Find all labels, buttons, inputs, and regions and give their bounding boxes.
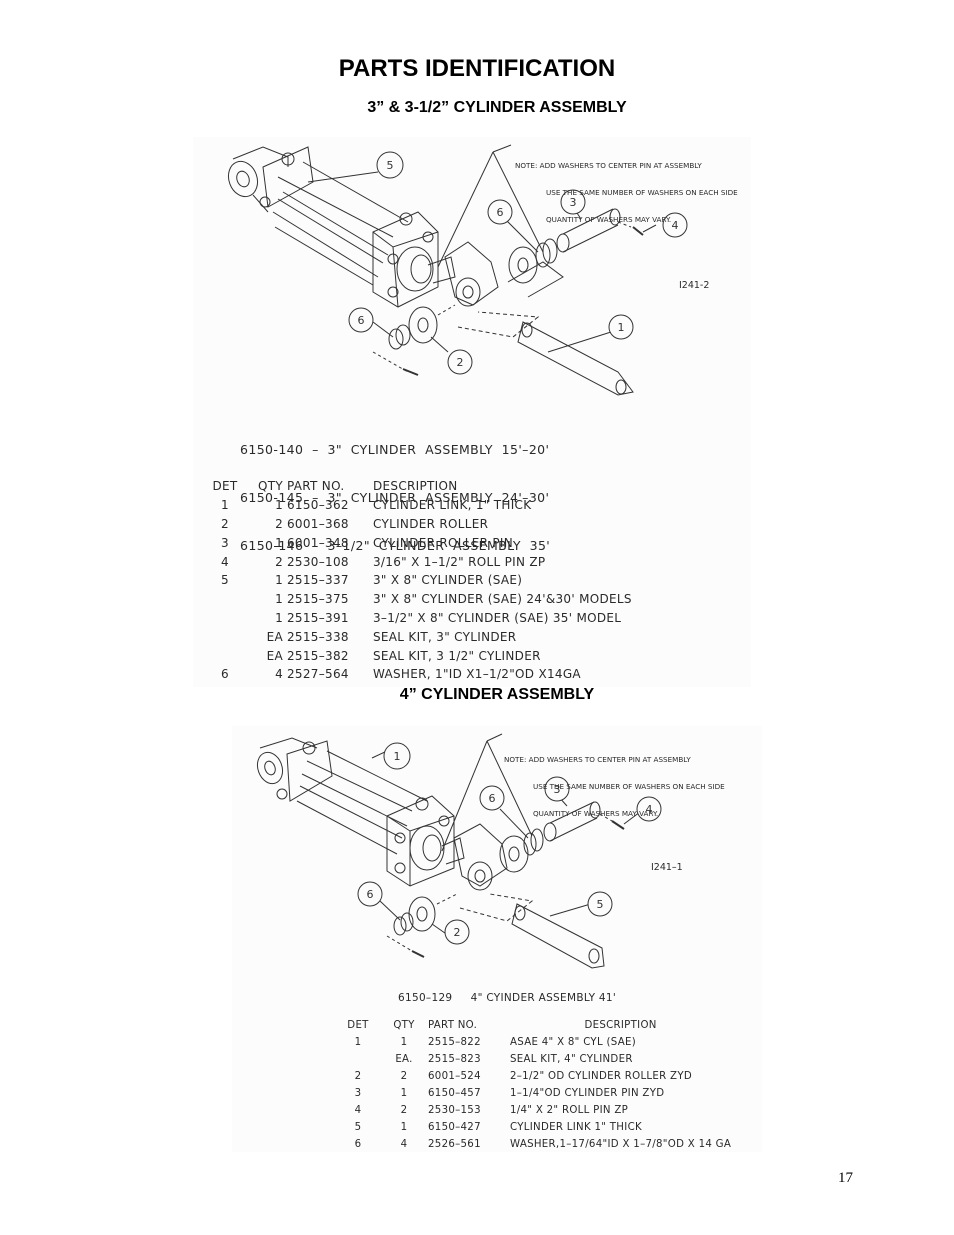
balloon-6-upper: [487, 199, 513, 225]
balloon-4: [636, 796, 662, 822]
balloon-1: [608, 314, 634, 340]
svg-text:1: 1: [618, 321, 625, 334]
svg-text:2: 2: [457, 356, 464, 369]
balloon-3: [544, 776, 570, 802]
balloon-2: [447, 349, 473, 375]
balloon-5: [587, 891, 613, 917]
balloon-6-lower: [357, 881, 383, 907]
svg-text:1: 1: [394, 750, 401, 763]
section-title-3in-cylinder: 3” & 3-1/2” CYLINDER ASSEMBLY: [367, 99, 627, 116]
svg-text:5: 5: [387, 159, 394, 172]
svg-text:6: 6: [489, 792, 496, 805]
balloon-6-upper: [479, 785, 505, 811]
assembly-line: 6150–129 4" CYINDER ASSEMBLY 41': [398, 992, 617, 1004]
svg-text:4: 4: [646, 803, 653, 816]
cylinder-assembly-4in-figure: 1 6 3 4 6 2 5 NOTE: ADD WASHERS TO CENTE…: [232, 726, 762, 1152]
balloon-5: [376, 151, 404, 179]
washer-note: NOTE: ADD WASHERS TO CENTER PIN AT ASSEM…: [504, 755, 725, 818]
svg-text:5: 5: [597, 898, 604, 911]
svg-text:6: 6: [358, 314, 365, 327]
assembly-line: 6150-145 – 3" CYLINDER ASSEMBLY 24'–30': [240, 490, 550, 505]
balloon-6-lower: [348, 307, 374, 333]
table-header-row: DET QTY PART NO. DESCRIPTION: [212, 479, 458, 494]
assembly-line: 6150-140 – 3" CYLINDER ASSEMBLY 15'–20': [240, 442, 550, 457]
assembly-list: 6150-140 – 3" CYLINDER ASSEMBLY 15'–20' …: [240, 410, 550, 586]
balloon-1: [383, 742, 411, 770]
drawing-number: I241-2: [679, 280, 710, 291]
cylinder-assembly-3in-figure: 5 6 3 4 6 2 1 NOTE: ADD WASHERS TO CENTE…: [193, 137, 751, 687]
washer-note: NOTE: ADD WASHERS TO CENTER PIN AT ASSEM…: [515, 161, 738, 224]
svg-text:4: 4: [672, 219, 679, 232]
page-number: 17: [838, 1170, 853, 1186]
svg-text:3: 3: [554, 783, 561, 796]
svg-text:2: 2: [454, 926, 461, 939]
balloon-3: [560, 189, 586, 215]
table-header-row: DET QTY PART NO. DESCRIPTION: [347, 1020, 657, 1031]
exploded-view-drawing-3in: 5 6 3 4 6 2 1: [227, 144, 688, 396]
balloon-4: [662, 212, 688, 238]
drawing-number: I241–1: [651, 862, 683, 873]
svg-text:3: 3: [570, 196, 577, 209]
assembly-line: 6150-146 – 3–1/2" CYLINDER ASSEMBLY 35': [240, 538, 551, 553]
page-title: PARTS IDENTIFICATION: [338, 55, 616, 82]
balloon-2: [444, 919, 470, 945]
svg-text:6: 6: [497, 206, 504, 219]
svg-text:6: 6: [367, 888, 374, 901]
section-title-4in-cylinder: 4” CYLINDER ASSEMBLY: [399, 686, 595, 703]
exploded-view-drawing-4in: 1 6 3 4 6 2 5: [256, 733, 662, 969]
